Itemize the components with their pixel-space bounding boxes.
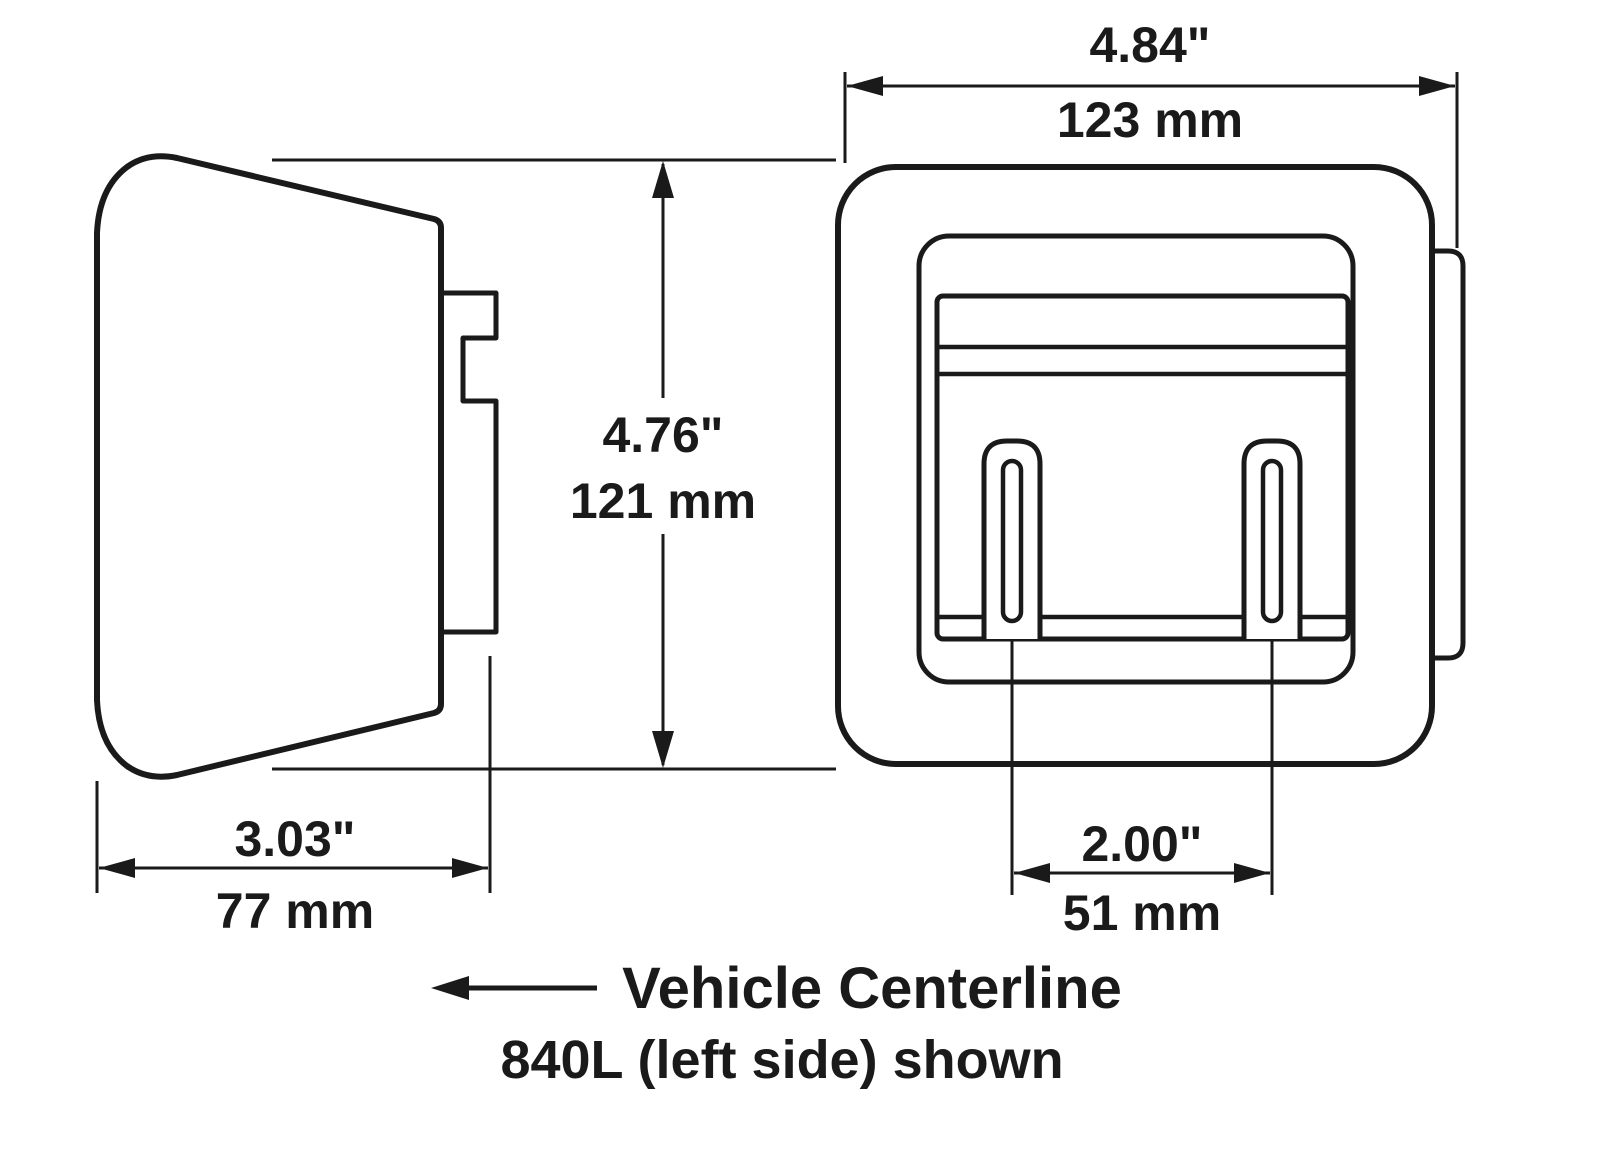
depth-arrow-right-icon: [452, 858, 488, 878]
stud-left-slot: [1000, 458, 1024, 624]
width-inches-label: 4.84": [1089, 17, 1210, 73]
dimension-height: 4.76" 121 mm: [272, 158, 836, 771]
dimension-depth: 3.03" 77 mm: [95, 656, 492, 939]
width-mm-label: 123 mm: [1057, 92, 1243, 148]
side-view: [94, 153, 499, 780]
height-arrow-down-icon: [652, 731, 674, 768]
side-view-body-outline: [94, 153, 444, 780]
rear-view: [835, 164, 1466, 767]
centerline-label: Vehicle Centerline: [622, 956, 1122, 1021]
model-caption: 840L (left side) shown: [500, 1030, 1063, 1090]
stud-spacing-mm-label: 51 mm: [1063, 885, 1221, 941]
width-arrow-left-icon: [847, 76, 883, 96]
centerline-arrow-left-icon: [431, 976, 469, 1000]
depth-inches-label: 3.03": [234, 811, 355, 867]
stud-right-slot: [1260, 458, 1284, 624]
depth-mm-label: 77 mm: [216, 883, 374, 939]
dimension-stud-spacing: 2.00" 51 mm: [1010, 641, 1274, 941]
rear-view-side-tab-outline: [1431, 248, 1466, 661]
dimension-width: 4.84" 123 mm: [843, 17, 1459, 248]
depth-arrow-left-icon: [99, 858, 135, 878]
side-view-mounting-bracket-outline: [441, 290, 499, 635]
stud-arrow-right-icon: [1234, 863, 1270, 883]
height-inches-label: 4.76": [602, 407, 723, 463]
stud-spacing-inches-label: 2.00": [1081, 816, 1202, 872]
height-mm-label: 121 mm: [570, 473, 756, 529]
stud-arrow-left-icon: [1014, 863, 1050, 883]
centerline-annotation: Vehicle Centerline 840L (left side) show…: [431, 956, 1122, 1090]
height-arrow-up-icon: [652, 161, 674, 198]
width-arrow-right-icon: [1419, 76, 1455, 96]
